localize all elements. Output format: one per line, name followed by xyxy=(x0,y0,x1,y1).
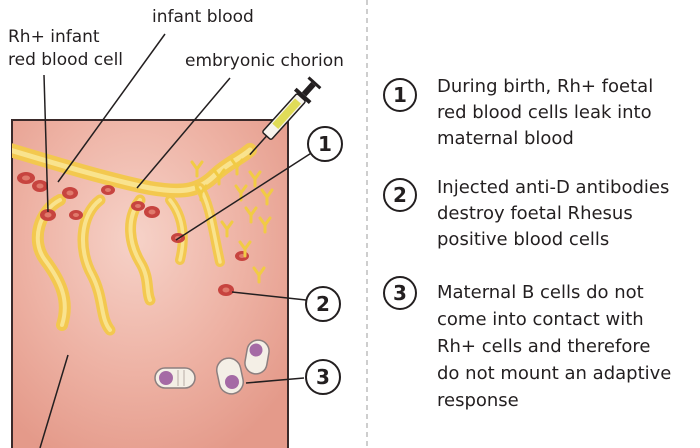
step-2: 2 Injected anti-D antibodies destroy foe… xyxy=(383,177,669,250)
label-rh-cell: Rh+ infant red blood cell xyxy=(8,27,123,213)
marker-1-number: 1 xyxy=(318,132,332,156)
step-1-line2: red blood cells leak into xyxy=(437,102,652,123)
red-blood-cell xyxy=(32,180,48,192)
step-1-badge xyxy=(383,78,417,112)
marker-3-number: 3 xyxy=(316,365,330,389)
red-blood-cell xyxy=(131,201,145,211)
label-rh-cell-line1: Rh+ infant xyxy=(8,27,100,47)
step-2-line1: Injected anti-D antibodies xyxy=(437,177,669,198)
step-1-line1: During birth, Rh+ foetal xyxy=(437,76,653,97)
label-rh-cell-line2: red blood cell xyxy=(8,50,123,70)
step-1-number: 1 xyxy=(393,83,407,107)
syringe-icon xyxy=(249,76,322,156)
marker-2: 2 xyxy=(231,286,341,322)
marker-1: 1 xyxy=(175,126,343,241)
step-1: 1 During birth, Rh+ foetal red blood cel… xyxy=(383,76,653,149)
step-3-line3: Rh+ cells and therefore xyxy=(437,336,650,357)
maternal-tissue-pointer xyxy=(39,354,69,448)
label-infant-blood: infant blood xyxy=(57,7,254,183)
red-blood-cells xyxy=(17,172,249,296)
step-2-line2: destroy foetal Rhesus xyxy=(437,203,633,224)
step-3-line4: do not mount an adaptive xyxy=(437,363,671,384)
step-3: 3 Maternal B cells do not come into cont… xyxy=(383,276,671,411)
label-chorion: embryonic chorion xyxy=(136,51,344,189)
step-2-number: 2 xyxy=(393,183,407,207)
step-1-line3: maternal blood xyxy=(437,128,574,149)
red-blood-cell xyxy=(218,284,234,296)
red-blood-cell xyxy=(69,210,83,220)
marker-3: 3 xyxy=(245,359,341,395)
maternal-b-cells xyxy=(154,339,270,395)
step-2-line3: positive blood cells xyxy=(437,229,609,250)
step-3-line1: Maternal B cells do not xyxy=(437,282,644,303)
marker-2-number: 2 xyxy=(316,292,330,316)
step-3-number: 3 xyxy=(393,281,407,305)
step-3-line2: come into contact with xyxy=(437,309,644,330)
step-2-badge xyxy=(383,178,417,212)
b-cell xyxy=(244,339,270,375)
red-blood-cell xyxy=(235,251,249,261)
red-blood-cell xyxy=(144,206,160,218)
tissue-panel xyxy=(11,119,289,448)
red-blood-cell xyxy=(101,185,115,195)
red-blood-cell xyxy=(40,209,56,221)
step-list: 1 During birth, Rh+ foetal red blood cel… xyxy=(383,76,671,411)
anti-d-antibodies xyxy=(190,158,274,284)
step-3-line5: response xyxy=(437,390,519,411)
embryonic-chorion xyxy=(12,143,257,336)
label-infant-blood-text: infant blood xyxy=(152,7,254,27)
label-chorion-text: embryonic chorion xyxy=(185,51,344,71)
red-blood-cell xyxy=(62,187,78,199)
b-cell xyxy=(216,357,244,395)
b-cell xyxy=(154,367,196,389)
red-blood-cell xyxy=(17,172,35,184)
step-3-badge xyxy=(383,276,417,310)
